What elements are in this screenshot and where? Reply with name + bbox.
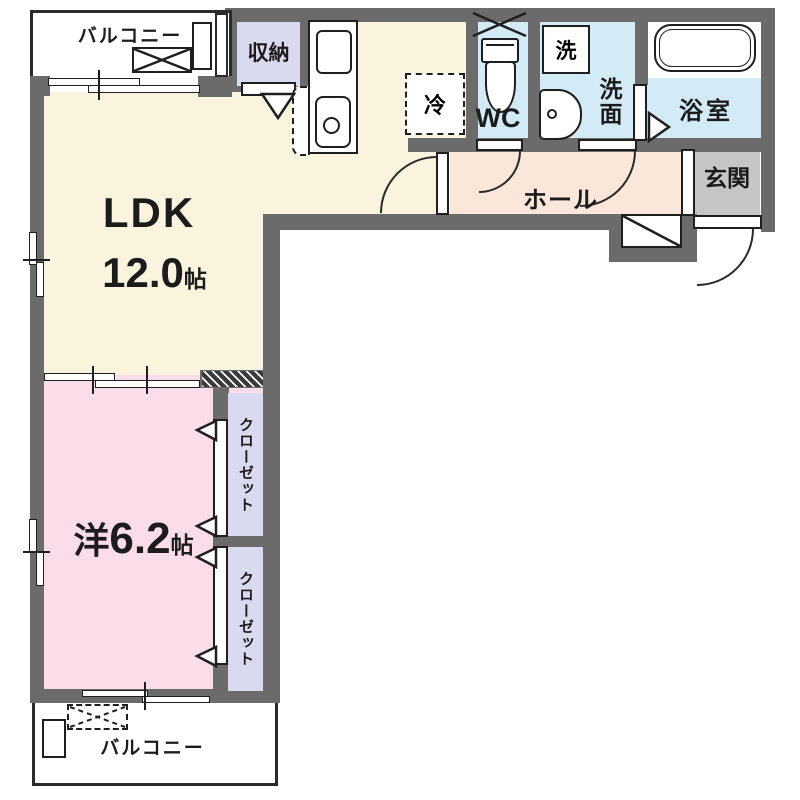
entrance-floor xyxy=(694,152,760,216)
balcony-bottom-hatch-box xyxy=(67,704,128,730)
balcony-bottom-label: バルコニー xyxy=(100,738,205,759)
refrigerator-space: 冷 xyxy=(405,73,465,135)
kitchen-sink-icon xyxy=(315,96,351,148)
hall-genkan-step xyxy=(681,149,695,216)
window-tick xyxy=(23,259,50,261)
hatched-wall-section xyxy=(202,371,263,387)
wall-wc-right xyxy=(528,22,540,140)
refrigerator-label: 冷 xyxy=(423,93,446,118)
window-tick xyxy=(23,551,50,553)
entrance-door-arc xyxy=(697,229,754,286)
balcony-partition xyxy=(215,13,228,77)
faucet-icon xyxy=(323,117,340,134)
window-western-left-pane xyxy=(29,519,37,553)
western-room-area: 6.2 xyxy=(109,514,171,563)
washer-space: 洗 xyxy=(542,25,590,74)
ldk-hall-door-leaf xyxy=(436,152,449,215)
window-top-pane xyxy=(88,85,200,93)
closet-lower-box xyxy=(228,547,263,691)
washroom-label: 洗面 xyxy=(596,77,622,127)
wall-right xyxy=(761,8,775,232)
sliding-door-pane xyxy=(44,373,115,381)
balcony-bottom-pipe-box xyxy=(42,719,66,758)
ldk-label: LDK xyxy=(102,189,196,236)
shoe-cabinet xyxy=(621,214,682,248)
vanity-sink-icon xyxy=(539,89,582,140)
balcony-top-pipe-box xyxy=(192,22,212,70)
kitchen-counter-edge xyxy=(292,86,310,156)
vanity-faucet-icon xyxy=(547,109,557,119)
balcony-top-label: バルコニー xyxy=(77,26,183,47)
wall-hall-bottom xyxy=(263,214,623,230)
window-tick xyxy=(98,70,100,100)
closet-upper-box xyxy=(228,393,263,536)
entrance-door-leaf xyxy=(693,215,762,229)
wall-closet-bottom-stub xyxy=(213,664,229,692)
storage-box xyxy=(237,22,300,86)
wall-closet-top-stub xyxy=(213,388,229,421)
wall-balcony-stub-right xyxy=(198,76,232,97)
wall-washroom-bath xyxy=(635,22,648,85)
bathroom-door-leaf xyxy=(633,84,647,141)
closet-upper-door-leaf xyxy=(213,419,228,537)
balcony-top-hatch-box xyxy=(132,47,192,73)
stove-icon xyxy=(316,30,352,74)
western-room-name: 洋 xyxy=(73,520,110,561)
entrance-label: 玄関 xyxy=(704,165,750,191)
bathroom-label: 浴室 xyxy=(679,98,733,125)
bathtub-inner xyxy=(659,29,751,67)
window-ldk-left-pane xyxy=(36,262,44,297)
toilet-tank-line xyxy=(486,44,514,46)
toilet-bowl-icon xyxy=(485,61,516,113)
window-tick xyxy=(144,682,146,710)
ldk-area-unit: 帖 xyxy=(183,266,207,292)
wall-shoe-bottom xyxy=(609,246,697,262)
storage-label: 収納 xyxy=(247,42,290,65)
wall-wc-left xyxy=(466,22,478,140)
hall-label: ホール xyxy=(523,187,598,214)
western-room-unit: 帖 xyxy=(170,532,194,558)
wall-balcony-stub-left xyxy=(30,76,50,96)
storage-door-leaf xyxy=(241,82,296,96)
wc-door-leaf xyxy=(476,139,523,151)
window-bottom-pane xyxy=(142,696,210,703)
window-bottom-pane xyxy=(82,690,148,697)
window-western-left-pane xyxy=(36,551,44,586)
closet-upper-label: クローゼット xyxy=(237,417,254,513)
sliding-door-tick xyxy=(146,366,148,394)
washroom-door-leaf xyxy=(578,139,637,151)
wc-label: WC xyxy=(475,103,521,133)
wall-wing-right xyxy=(263,214,280,702)
ldk-area-value: 12.0 xyxy=(102,249,184,296)
wall-left xyxy=(30,92,44,702)
washer-label: 洗 xyxy=(555,39,577,63)
closet-lower-door-leaf xyxy=(213,546,228,665)
wall-closet-divider xyxy=(213,536,263,547)
sliding-door-tick xyxy=(92,366,94,394)
window-ldk-left-pane xyxy=(29,232,37,265)
closet-lower-label: クローゼット xyxy=(237,571,254,667)
toilet-tank-icon xyxy=(481,38,519,63)
ldk-floor xyxy=(44,92,265,375)
